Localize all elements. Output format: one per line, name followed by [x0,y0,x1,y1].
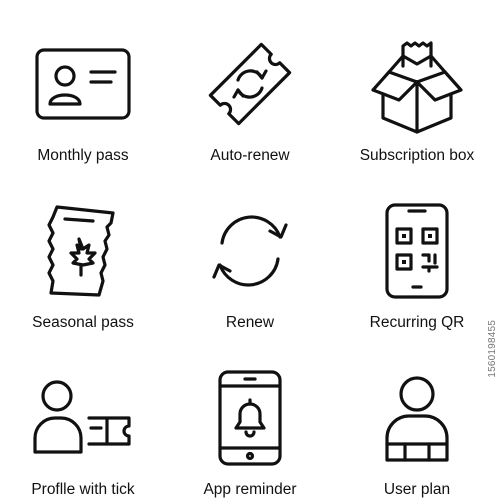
icon-cell-subscription-box: Subscription box [334,16,500,182]
refresh-arrows-icon [212,215,288,287]
icon-label: Recurring QR [369,314,465,331]
user-plan-icon [385,376,449,462]
icon-cell-app-reminder: App reminder [167,350,333,500]
phone-bell-icon [218,370,282,466]
icon-cell-seasonal-pass: Seasonal pass [0,183,166,349]
maple-leaf-card-icon [47,205,115,297]
icon-cell-monthly-pass: Monthly pass [0,16,166,182]
stock-id-text: 1560198455 [487,320,498,378]
icon-label: Monthly pass [37,147,129,164]
icon-label: Auto-renew [210,147,290,164]
profile-ticket-icon [33,380,131,454]
icon-label: Proflle with tick [31,481,135,498]
icon-cell-renew: Renew [167,183,333,349]
phone-qr-icon [385,203,449,299]
icon-label: User plan [383,481,451,498]
icon-cell-recurring-qr: Recurring QR [334,183,500,349]
ticket-refresh-icon [208,42,292,126]
icon-label: Seasonal pass [32,314,134,331]
id-card-icon [35,48,131,120]
icon-cell-user-plan: User plan [334,350,500,500]
icon-cell-profile-ticket: Proflle with tick [0,350,166,500]
open-box-icon [371,41,463,134]
icon-label: App reminder [203,481,297,498]
icon-label: Renew [225,314,275,331]
icon-label: Subscription box [359,147,475,164]
icon-cell-auto-renew: Auto-renew [167,16,333,182]
